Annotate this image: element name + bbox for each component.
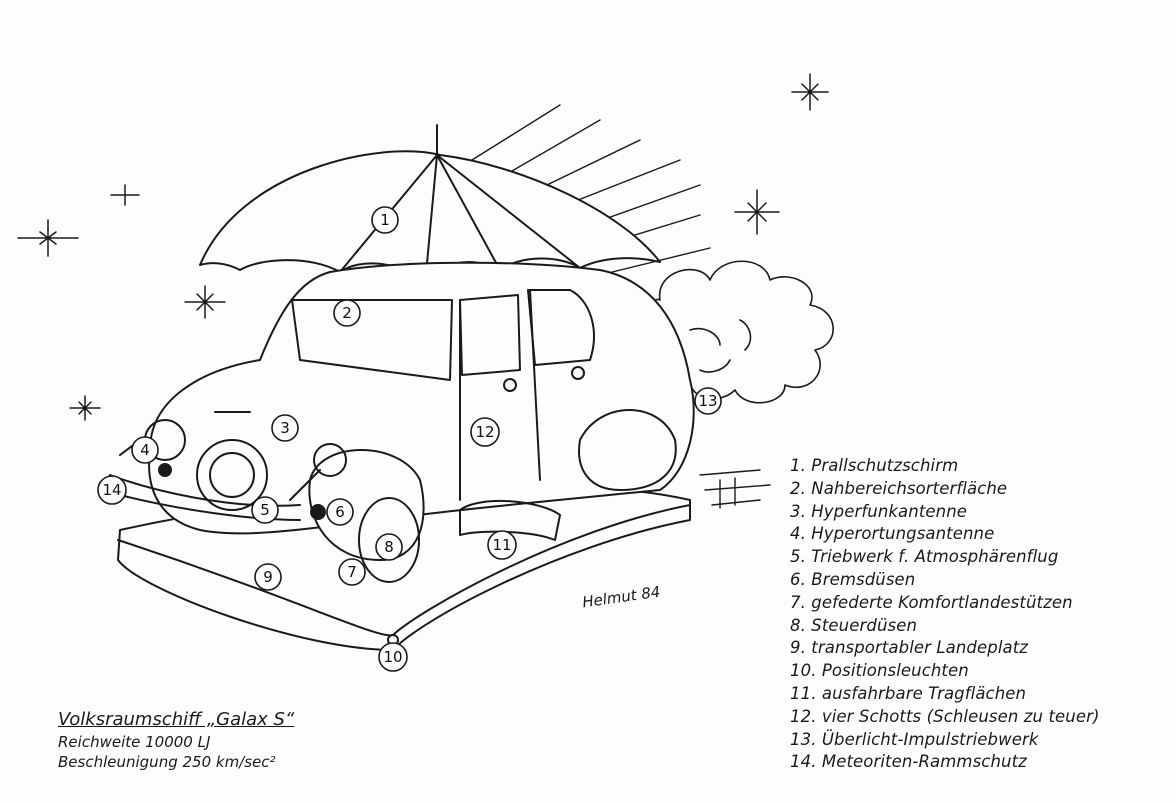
svg-text:4: 4 <box>140 441 150 459</box>
marker-13: 13 <box>694 387 722 415</box>
legend-item: 8. Steuerdüsen <box>790 615 918 635</box>
svg-text:13: 13 <box>698 392 717 410</box>
legend-item: 10. Positionsleuchten <box>790 661 969 681</box>
star-icons <box>17 73 829 421</box>
svg-text:7: 7 <box>347 563 357 581</box>
legend-item: 5. Triebwerk f. Atmosphärenflug <box>790 547 1059 567</box>
caption-title: Volksraumschiff „Galax S“ <box>58 709 295 730</box>
marker-2: 2 <box>333 299 361 327</box>
marker-1: 1 <box>371 206 399 234</box>
svg-text:8: 8 <box>384 538 394 556</box>
svg-text:6: 6 <box>335 503 345 521</box>
svg-text:14: 14 <box>102 481 121 499</box>
marker-3: 3 <box>271 414 299 442</box>
legend-item: 3. Hyperfunkantenne <box>790 501 968 521</box>
marker-11: 11 <box>487 530 517 560</box>
marker-14: 14 <box>97 475 127 505</box>
legend-item: 14. Meteoriten-Rammschutz <box>790 752 1027 772</box>
caption-range: Reichweite 10000 LJ <box>58 733 211 751</box>
caption-acceleration: Beschleunigung 250 km/sec² <box>58 753 276 771</box>
marker-10: 10 <box>378 642 408 672</box>
marker-8: 8 <box>375 533 403 561</box>
speed-lines <box>471 104 771 509</box>
legend-item: 1. Prallschutzschirm <box>790 456 959 475</box>
parts-legend: 1. Prallschutzschirm 2. Nahbereichsorter… <box>790 455 1100 774</box>
legend-item: 6. Bremsdüsen <box>790 569 916 589</box>
legend-item: 12. vier Schotts (Schleusen zu teuer) <box>790 706 1100 726</box>
legend-item: 7. gefederte Komfortlandestützen <box>790 592 1073 612</box>
legend-item: 4. Hyperortungsantenne <box>790 524 995 544</box>
svg-text:10: 10 <box>383 648 402 666</box>
car-body <box>109 261 695 583</box>
svg-text:2: 2 <box>342 304 352 322</box>
marker-9: 9 <box>254 563 282 591</box>
part-markers: 1 2 3 4 5 6 7 8 9 10 11 12 13 14 <box>97 206 722 672</box>
svg-text:11: 11 <box>492 536 511 554</box>
svg-text:9: 9 <box>263 568 273 586</box>
marker-4: 4 <box>131 436 159 464</box>
svg-text:1: 1 <box>380 211 390 229</box>
marker-7: 7 <box>338 558 366 586</box>
svg-text:3: 3 <box>280 419 290 437</box>
caption: Volksraumschiff „Galax S“ Reichweite 100… <box>58 708 294 772</box>
marker-6: 6 <box>326 498 354 526</box>
legend-item: 9. transportabler Landeplatz <box>790 638 1029 658</box>
marker-12: 12 <box>470 417 500 447</box>
svg-text:12: 12 <box>475 423 494 441</box>
legend-item: 11. ausfahrbare Tragflächen <box>790 683 1027 703</box>
legend-item: 13. Überlicht-Impulstriebwerk <box>790 729 1039 749</box>
umbrella <box>199 124 661 286</box>
marker-5: 5 <box>251 496 279 524</box>
svg-text:5: 5 <box>260 501 270 519</box>
legend-item: 2. Nahbereichsorterfläche <box>790 478 1008 498</box>
